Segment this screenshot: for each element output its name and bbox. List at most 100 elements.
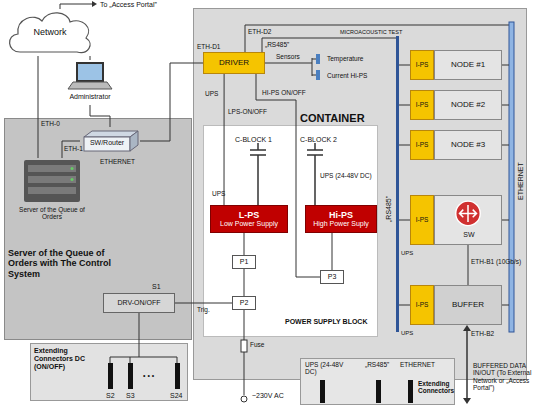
signal-label: C-BLOCK 2 xyxy=(300,136,337,144)
signal-label: ETHERNET xyxy=(517,162,525,200)
router-box: SW/Router xyxy=(80,127,140,155)
node-title: Server of the Queue of Orders with The C… xyxy=(8,248,133,279)
group-ground xyxy=(301,359,455,405)
node-title: I-PS xyxy=(416,101,429,108)
power-supply: L-PSLow Power Supply xyxy=(210,205,288,233)
signal-label: S3 xyxy=(126,392,135,400)
signal-label: UPS (24-48V DC) xyxy=(305,361,353,376)
signal-label: Current Hi-PS xyxy=(327,72,367,79)
node-box: NODE #1 xyxy=(434,50,502,80)
capacitor-symbol xyxy=(250,143,266,205)
switch-box: DRV-ON/OFF xyxy=(103,293,175,313)
relay-wire xyxy=(244,269,245,296)
group-ground xyxy=(204,126,378,337)
node-title: POWER SUPPLY BLOCK xyxy=(285,318,377,326)
signal-label: S24 xyxy=(170,392,182,400)
power-block: POWER SUPPLY BLOCK L-PSLow Power Supply Hi… xyxy=(203,125,378,337)
signal-label: UPS xyxy=(205,90,218,97)
signal-label: ETHERNET xyxy=(400,361,435,368)
node-title: BUFFER xyxy=(452,300,484,309)
connector-pin xyxy=(376,380,381,403)
connector xyxy=(468,245,469,285)
arrow-head xyxy=(92,1,97,7)
server-panel: Server of the Queue of Orders with The C… xyxy=(4,118,192,340)
connector-label: LPS-ON/OFF xyxy=(228,108,267,115)
signal-label: „RS485” xyxy=(385,196,393,222)
admin-laptop: Administrator xyxy=(55,60,125,105)
arrow-head xyxy=(463,325,471,331)
sensor-symbol xyxy=(316,70,320,80)
switch-node: SW xyxy=(434,195,502,245)
ips-box: I-PS xyxy=(410,90,434,120)
eth-wire xyxy=(245,25,510,52)
node-title: DRV-ON/OFF xyxy=(117,299,160,307)
connector xyxy=(224,74,225,205)
rs485-wire xyxy=(262,38,397,52)
buffer-box: BUFFER xyxy=(434,285,502,325)
ips-box: I-PS xyxy=(410,285,434,325)
signal-label: Sensors xyxy=(276,53,300,60)
signal-label: „RS485” xyxy=(265,41,289,48)
signal-label: ETH-B2 xyxy=(471,330,494,337)
ips-box: I-PS xyxy=(410,50,434,80)
node-title: NODE #2 xyxy=(451,100,485,109)
relay-box: P3 xyxy=(320,270,344,284)
data-wire xyxy=(466,331,468,398)
rs485-bus xyxy=(396,36,399,332)
signal-label: UPS xyxy=(401,330,413,337)
connector xyxy=(140,63,203,141)
plug-symbol xyxy=(241,396,247,402)
connector-pin xyxy=(175,363,180,389)
node-title: P3 xyxy=(328,273,337,281)
connector xyxy=(90,56,91,60)
node-title: L-PS xyxy=(239,210,260,220)
signal-label: UPS xyxy=(401,250,413,257)
connector xyxy=(139,313,140,343)
arrow-head xyxy=(463,398,471,404)
signal-label: UPS xyxy=(212,190,225,197)
node-box: NODE #3 xyxy=(434,130,502,160)
connector-label: Trig. xyxy=(197,306,210,313)
signal-label: ETH-D2 xyxy=(248,28,271,35)
signal-label: UPS (24-48V DC) xyxy=(320,172,378,179)
connector xyxy=(244,233,245,255)
group-ground xyxy=(194,9,527,380)
network-cloud: Network xyxy=(5,8,95,56)
signal-label: S1 xyxy=(152,283,161,291)
connector-pin xyxy=(320,380,325,403)
portal-wire xyxy=(60,4,92,9)
node-title: I-PS xyxy=(416,216,429,223)
signal-label: S2 xyxy=(106,392,115,400)
group-ground xyxy=(31,344,188,401)
connector xyxy=(90,105,110,127)
connector xyxy=(256,74,320,277)
node-title: Network xyxy=(33,27,66,37)
signal-label: ETH-0 xyxy=(41,120,60,127)
power-supply: Hi-PSHigh Power Suply xyxy=(305,205,377,233)
node-title: Administrator xyxy=(55,93,125,101)
node-title: P2 xyxy=(240,299,249,307)
node-title: SW/Router xyxy=(84,139,130,147)
signal-label: „RS485” xyxy=(365,361,389,368)
node-title: P1 xyxy=(240,258,249,266)
node-title: Server of the Queue of Orders xyxy=(12,206,92,221)
signal-label: Temperature xyxy=(327,55,364,62)
connector-pin xyxy=(408,380,413,403)
node-title: NODE #3 xyxy=(451,140,485,149)
group-ground xyxy=(5,119,192,340)
connector-pin xyxy=(108,363,113,389)
node-title: SW xyxy=(435,231,503,239)
node-title: Extending Connectors xyxy=(418,380,454,395)
sensor-wire xyxy=(265,58,316,76)
sensor-symbol xyxy=(316,54,320,64)
signal-label: ETHERNET xyxy=(100,158,135,165)
container-box: CONTAINERDRIVERPOWER SUPPLY BLOCKL-PSLow… xyxy=(193,8,527,380)
signal-label: ~230V AC xyxy=(252,392,284,400)
signal-label: ETH-1 xyxy=(64,145,83,152)
signal-label: Fuse xyxy=(250,341,264,348)
node-box: NODE #2 xyxy=(434,90,502,120)
node-title: I-PS xyxy=(416,301,429,308)
connector-pin xyxy=(128,363,133,389)
